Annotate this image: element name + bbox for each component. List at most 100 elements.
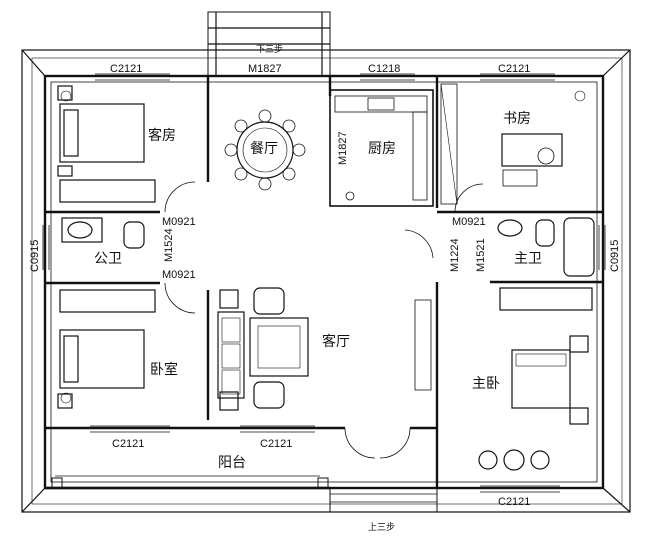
- door-swing: [344, 427, 376, 459]
- nightstand: [57, 393, 73, 409]
- label-door-master-bath-side: M1521: [475, 238, 487, 272]
- armchair: [253, 381, 285, 409]
- label-balcony: 阳台: [218, 455, 246, 471]
- window-left-bath: [42, 225, 50, 270]
- balcony-post: [317, 477, 329, 489]
- master-washbasin: [497, 219, 523, 237]
- side-table: [219, 289, 239, 309]
- coffee-table: [249, 317, 309, 377]
- window-master: [480, 485, 560, 493]
- eave-corner: [21, 487, 46, 513]
- column-mark: [574, 90, 586, 102]
- nightstand: [57, 85, 73, 101]
- window-guest: [95, 73, 170, 81]
- eave-inner: [31, 57, 623, 505]
- window-kitchen: [360, 73, 415, 81]
- label-window-master-bedroom: C2121: [498, 496, 530, 508]
- label-kitchen: 厨房: [368, 141, 396, 157]
- study-chair: [537, 147, 555, 165]
- label-study: 书房: [503, 111, 531, 127]
- label-door-bath-top: M0921: [162, 216, 196, 228]
- label-master-bedroom: 主卧: [472, 376, 500, 392]
- bedroom-wardrobe: [59, 289, 156, 313]
- bedroom-bed: [59, 329, 145, 389]
- washbasin: [67, 221, 93, 239]
- kitchen-wall: [329, 89, 434, 207]
- door-swing: [379, 427, 411, 459]
- guest-pillow: [63, 109, 79, 157]
- label-door-kitchen: M1827: [337, 131, 349, 165]
- coffee-table-inner: [257, 325, 301, 369]
- window-study: [480, 73, 555, 81]
- label-window-bedroom: C2121: [112, 438, 144, 450]
- study-shelf: [502, 169, 538, 187]
- label-master-bath: 主卫: [514, 251, 542, 267]
- lounge-chair: [530, 450, 550, 470]
- eave-corner: [21, 49, 46, 77]
- master-wardrobe: [499, 287, 593, 311]
- side-table: [219, 391, 239, 411]
- guest-wardrobe: [59, 179, 156, 203]
- bedroom-pillow: [63, 335, 79, 383]
- label-steps-bottom: 上三步: [368, 522, 395, 533]
- label-window-kitchen: C1218: [368, 63, 400, 75]
- kitchen-sink: [367, 97, 395, 111]
- master-bed: [511, 349, 571, 409]
- label-window-living: C2121: [260, 438, 292, 450]
- door-swing: [404, 229, 434, 259]
- label-window-study: C2121: [498, 63, 530, 75]
- window-living: [240, 425, 315, 433]
- label-window-guest: C2121: [110, 63, 142, 75]
- eave-corner: [602, 487, 631, 513]
- label-door-bath-bottom: M0921: [162, 269, 196, 281]
- window-living-side: [414, 299, 432, 391]
- label-public-bath: 公卫: [94, 251, 122, 267]
- label-window-public-bath: C0915: [29, 240, 41, 272]
- dining-table-inner: [242, 127, 288, 173]
- eave-outline: [21, 49, 631, 513]
- label-steps-top: 下三步: [256, 44, 283, 55]
- label-dining: 餐厅: [250, 141, 278, 157]
- dining-chairs: [224, 109, 306, 191]
- label-door-bath-side: M1524: [163, 228, 175, 262]
- label-guest-room: 客房: [148, 127, 176, 144]
- label-living: 客厅: [322, 333, 350, 350]
- eave-corner: [602, 49, 631, 77]
- lounge-chair: [478, 450, 498, 470]
- balcony-post: [51, 477, 63, 489]
- sofa-cushion: [221, 317, 241, 343]
- sofa-cushion: [221, 343, 241, 369]
- stove-burner: [345, 191, 355, 201]
- study-wardrobe-cross: [440, 83, 458, 205]
- bathtub: [563, 217, 595, 277]
- door-swing: [164, 282, 196, 314]
- lounge-table: [503, 449, 525, 471]
- study-wardrobe: [440, 83, 458, 205]
- sofa-main: [217, 311, 245, 399]
- label-door-dining: M1827: [248, 63, 282, 75]
- sofa-cushion: [221, 369, 241, 395]
- label-bedroom: 卧室: [150, 361, 178, 378]
- master-toilet: [535, 219, 555, 247]
- toilet: [123, 221, 145, 249]
- master-pillow: [515, 353, 567, 367]
- kitchen-counter: [334, 95, 428, 113]
- door-swing: [164, 181, 196, 213]
- label-door-hall-vertical: M1224: [449, 238, 461, 272]
- bath-counter: [61, 217, 103, 243]
- label-door-master-bath: M0921: [452, 216, 486, 228]
- column-mark: [60, 392, 72, 404]
- armchair: [253, 287, 285, 315]
- kitchen-counter-side: [412, 111, 428, 201]
- door-swing: [454, 183, 484, 213]
- master-nightstand: [569, 407, 589, 425]
- guest-bed: [59, 103, 145, 163]
- window-bedroom: [90, 425, 170, 433]
- study-desk: [501, 133, 563, 167]
- column-mark: [60, 90, 72, 102]
- label-window-master-bath: C0915: [609, 240, 621, 272]
- window-right-bath: [598, 225, 606, 270]
- master-nightstand: [569, 335, 589, 353]
- nightstand: [57, 165, 73, 177]
